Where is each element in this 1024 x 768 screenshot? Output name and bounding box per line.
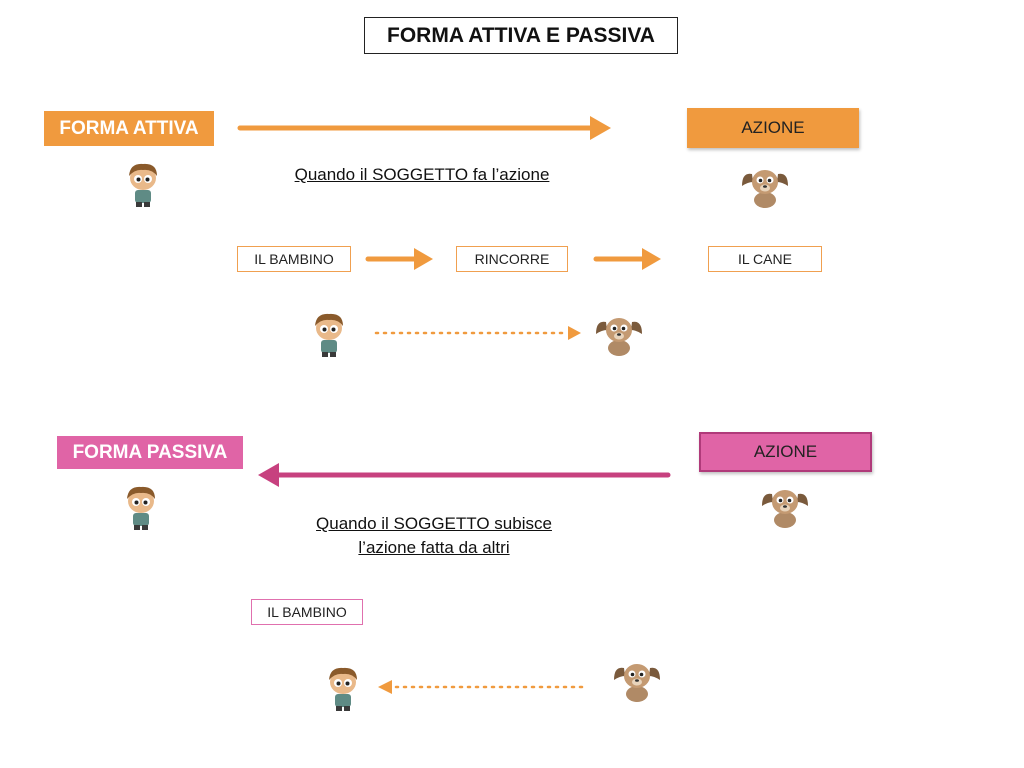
- boy-icon: [129, 163, 157, 207]
- passive-caption-line1: Quando il SOGGETTO subisce: [316, 514, 552, 533]
- active-box-rincorre: RINCORRE: [456, 246, 568, 272]
- passive-azione-box: AZIONE: [699, 432, 872, 472]
- passive-caption: Quando il SOGGETTO subisce l’azione fatt…: [274, 512, 594, 560]
- passive-dotted-arrow: [378, 680, 584, 694]
- active-caption: Quando il SOGGETTO fa l’azione: [294, 165, 550, 184]
- dog-icon: [614, 664, 660, 702]
- boy-icon: [127, 486, 155, 530]
- active-box-bambino: IL BAMBINO: [237, 246, 351, 272]
- boy-icon: [315, 313, 343, 357]
- passive-box-bambino: IL BAMBINO: [251, 599, 363, 625]
- forma-passiva-label: FORMA PASSIVA: [57, 436, 243, 469]
- arrow-bambino-rincorre: [365, 248, 433, 270]
- dog-icon: [762, 490, 808, 528]
- passive-caption-line2: l’azione fatta da altri: [358, 538, 510, 557]
- active-box-cane: IL CANE: [708, 246, 822, 272]
- forma-attiva-label: FORMA ATTIVA: [44, 111, 214, 146]
- dog-icon: [596, 318, 642, 356]
- dog-icon: [742, 170, 788, 208]
- boy-icon: [329, 667, 357, 711]
- passive-main-arrow: [258, 463, 671, 487]
- active-azione-box: AZIONE: [687, 108, 859, 148]
- active-dotted-arrow: [374, 326, 581, 340]
- page-title: FORMA ATTIVA E PASSIVA: [364, 17, 678, 54]
- active-main-arrow: [237, 116, 611, 140]
- arrow-rincorre-cane: [593, 248, 661, 270]
